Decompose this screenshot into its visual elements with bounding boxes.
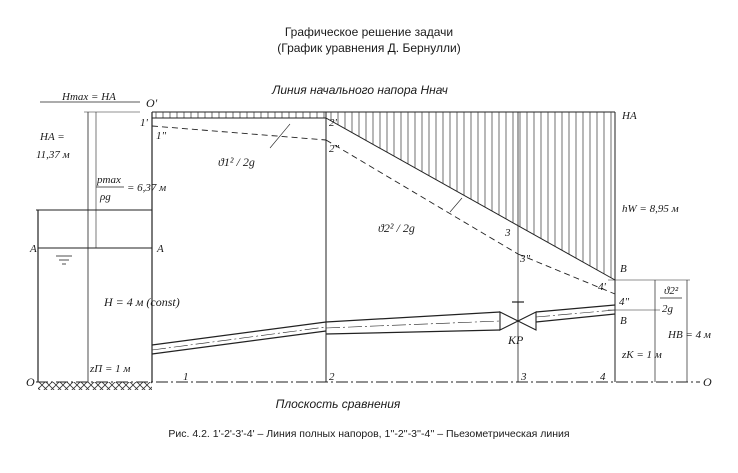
point-2-prime: 2'	[329, 117, 338, 129]
v2-leader	[449, 197, 463, 213]
figure-caption: Рис. 4.2. 1'-2'-3'-4' – Линия полных нап…	[168, 428, 569, 440]
v2-frac-numerator: ϑ2²	[664, 285, 679, 297]
ha-left-label-1: HA =	[39, 131, 65, 143]
pipe-1-bottom	[151, 330, 327, 355]
velocity-head-1-label: ϑ1² / 2g	[218, 155, 255, 169]
zk-label: zK = 1 м	[621, 349, 662, 361]
zp-label: zП = 1 м	[89, 363, 130, 375]
pipe-3-bottom	[535, 313, 616, 323]
valve-right	[516, 311, 537, 331]
title-line-1: Графическое решение задачи	[285, 25, 453, 39]
o-left-label: O	[26, 375, 35, 389]
ha-right-label: HA	[621, 110, 637, 122]
pipe-2-axis	[325, 320, 501, 329]
point-4-prime: 4'	[598, 281, 607, 293]
hw-label: hW = 8,95 м	[622, 203, 679, 215]
title-line-2: (График уравнения Д. Бернулли)	[277, 41, 460, 55]
section-1-number: 1	[183, 371, 189, 383]
pmax-denominator: ρg	[99, 191, 111, 203]
initial-head-line-label: Линия начального напора Hнач	[271, 83, 448, 97]
piezometric-line-1	[151, 125, 327, 141]
pmax-numerator: pmax	[96, 174, 121, 186]
section-2-number: 2	[329, 371, 335, 383]
pipe-2-top	[325, 311, 501, 323]
b-bottom-label: B	[620, 315, 627, 327]
point-3-double-prime: 3"	[519, 253, 531, 265]
total-head-line-2	[325, 117, 616, 281]
v1-leader	[269, 123, 291, 149]
pipe-1-top	[151, 321, 327, 346]
pipe-2-bottom	[325, 329, 501, 335]
section-4-number: 4	[600, 371, 606, 383]
h-const-label: H = 4 м (const)	[103, 295, 180, 309]
point-2-double-prime: 2"	[329, 143, 340, 155]
point-4-double-prime: 4"	[619, 296, 630, 308]
comparison-plane-label: Плоскость сравнения	[276, 397, 401, 411]
pipe-1-axis	[151, 326, 327, 351]
ground-hatching	[38, 382, 152, 390]
valve-kr-label: KP	[507, 333, 524, 347]
v2-frac-denominator: 2g	[662, 303, 674, 315]
valve-left	[499, 311, 520, 331]
point-3: 3	[504, 227, 511, 239]
pipe-3-axis	[535, 309, 616, 318]
pmax-value: = 6,37 м	[127, 182, 166, 194]
hmax-label: Hmax = HA	[61, 91, 116, 103]
o-prime-label: O'	[146, 96, 158, 110]
hb-label: HB = 4 м	[667, 329, 711, 341]
a-left-label: A	[29, 243, 37, 255]
ha-left-label-2: 11,37 м	[36, 149, 70, 161]
a-right-label: A	[156, 243, 164, 255]
section-3-number: 3	[520, 371, 527, 383]
point-1-prime: 1'	[140, 117, 149, 129]
piezometric-line-3	[517, 253, 616, 295]
head-loss-hatch-area	[155, 112, 612, 278]
piezometric-line-2	[325, 139, 519, 255]
velocity-head-2-label: ϑ2² / 2g	[378, 221, 415, 235]
o-right-label: O	[703, 375, 712, 389]
point-1-double-prime: 1"	[156, 130, 167, 142]
b-top-label: B	[620, 263, 627, 275]
pipe-3-top	[535, 304, 616, 313]
